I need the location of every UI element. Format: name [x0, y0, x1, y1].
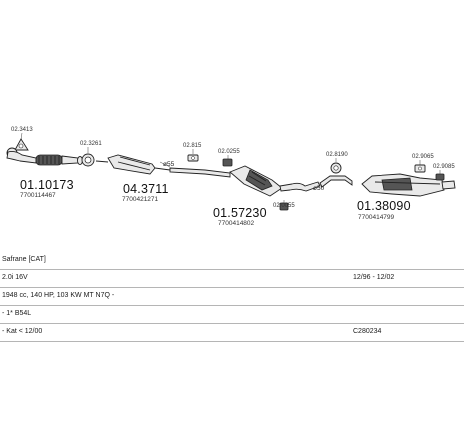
part-ref: 7700114467: [20, 192, 56, 199]
info-left: 1948 cc, 140 HP, 103 KW MT N7Q -: [2, 292, 115, 299]
info-right: 12/96 - 12/02: [353, 274, 395, 281]
center-silencer-01-57230: 01.57230 7700414802: [213, 165, 321, 227]
gasket-02-3413: 02.3413: [11, 127, 33, 151]
front-pipe-01-10173: 01.10173 7700114467: [6, 147, 83, 199]
clamp-02-3261: 02.3261: [80, 141, 102, 167]
part-ref: 7700414802: [218, 220, 255, 227]
exhaust-system-diagram: 02.3413 01.10173 7700114467 02.3261 04.3…: [6, 127, 456, 227]
info-right: C280234: [353, 328, 382, 335]
rear-silencer-01-38090: 01.38090 7700414799: [357, 173, 456, 221]
small-part-label: 02.9065: [412, 154, 434, 160]
small-part-label: 02.0055: [273, 203, 295, 209]
info-left: Safrane [CAT]: [2, 256, 46, 263]
diameter-label: ø50: [313, 185, 325, 192]
small-part-label: 02.8190: [326, 152, 348, 158]
hanger-02-9085: 02.9085: [433, 164, 455, 181]
part-ref: 7700414799: [358, 214, 395, 221]
part-ref: 7700421271: [122, 196, 159, 203]
small-part-label: 02.815: [183, 143, 202, 149]
part-number: 01.10173: [20, 178, 74, 192]
part-number: 04.3711: [123, 182, 169, 196]
part-number: 01.57230: [213, 206, 267, 220]
info-row: Safrane [CAT]: [0, 252, 464, 270]
small-part-label: 02.3413: [11, 127, 33, 133]
info-left: - Kat < 12/00: [2, 328, 43, 335]
info-row: - Kat < 12/00 C280234: [0, 324, 464, 342]
info-row: 1948 cc, 140 HP, 103 KW MT N7Q -: [0, 288, 464, 306]
info-left: 2.0i 16V: [2, 274, 28, 281]
vehicle-info-table: Safrane [CAT] 2.0i 16V 12/96 - 12/02 194…: [0, 252, 464, 342]
info-row: 2.0i 16V 12/96 - 12/02: [0, 270, 464, 288]
hanger-02-0055: 02.0055: [273, 200, 295, 211]
diameter-label: ø55: [163, 161, 175, 168]
info-row: - 1* B54L: [0, 306, 464, 324]
small-part-label: 02.9085: [433, 164, 455, 170]
rear-connecting-pipe: [319, 175, 353, 188]
catalytic-converter-04-3711: 04.3711 7700421271: [95, 154, 171, 203]
part-number: 01.38090: [357, 199, 411, 213]
diameter-marker: ø55: [159, 161, 175, 168]
hanger-02-9065: 02.9065: [412, 154, 434, 173]
small-part-label: 02.3261: [80, 141, 102, 147]
diameter-marker: ø50: [313, 185, 325, 192]
hanger-02-815: 02.815: [183, 143, 202, 162]
info-left: - 1* B54L: [2, 310, 32, 317]
hanger-02-0255: 02.0255: [218, 149, 240, 167]
intermediate-pipe: [169, 167, 231, 178]
hanger-02-8190: 02.8190: [326, 152, 348, 174]
small-part-label: 02.0255: [218, 149, 240, 155]
